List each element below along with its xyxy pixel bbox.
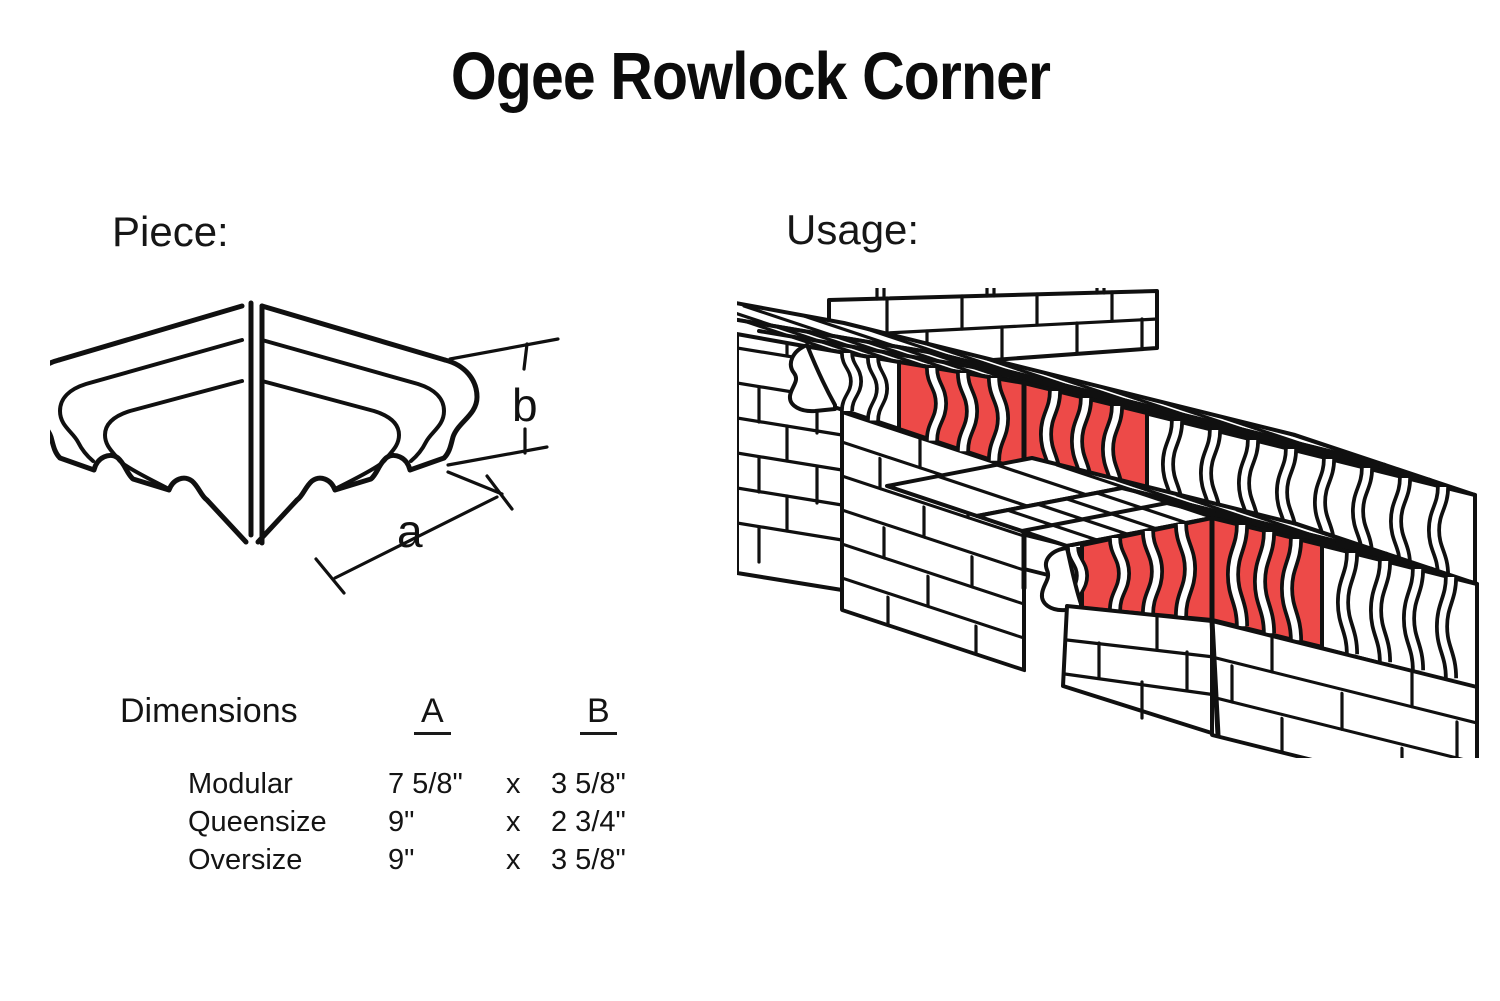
dim-a-label: a <box>397 505 423 557</box>
header: Ogee Rowlock Corner <box>0 38 1500 115</box>
dimensions-heading: Dimensions <box>120 692 298 730</box>
row-separator: x <box>506 768 521 800</box>
row-a-value: 9" <box>388 806 415 838</box>
dimension-a: a <box>314 470 514 595</box>
row-a-value: 9" <box>388 844 415 876</box>
row-b-value: 2 3/4" <box>551 806 626 838</box>
dimension-b: b <box>446 337 560 467</box>
lower-wall-corner-edge <box>1209 618 1221 738</box>
lower-rowlock-end-return <box>1039 546 1083 613</box>
dim-b-label: b <box>512 379 538 431</box>
row-a-value: 7 5/8" <box>388 768 463 800</box>
row-b-value: 3 5/8" <box>551 768 626 800</box>
row-b-value: 3 5/8" <box>551 844 626 876</box>
row-separator: x <box>506 844 521 876</box>
row-name: Modular <box>188 768 293 800</box>
upper-rowlock-end-return <box>788 343 837 414</box>
column-b-header: B <box>580 692 617 735</box>
table-row: Oversize 9" x 3 5/8" <box>120 844 720 882</box>
page-title: Ogee Rowlock Corner <box>450 39 1050 114</box>
row-name: Queensize <box>188 806 327 838</box>
table-row: Queensize 9" x 2 3/4" <box>120 806 720 844</box>
column-a-header: A <box>414 692 451 735</box>
piece-section-label: Piece: <box>112 208 229 255</box>
lower-wall-right-face <box>1210 618 1479 758</box>
piece-left-wing <box>50 306 246 542</box>
lower-rowlock-left-face <box>1039 516 1214 620</box>
row-name: Oversize <box>188 844 303 876</box>
row-separator: x <box>506 806 521 838</box>
lower-wall-left-face <box>1061 604 1220 737</box>
dimensions-table-header: Dimensions A B <box>120 692 720 768</box>
piece-right-wing <box>255 303 480 545</box>
piece-diagram-svg: b a <box>50 300 560 595</box>
usage-diagram-svg <box>737 288 1479 758</box>
usage-section-label: Usage: <box>786 206 920 253</box>
dimensions-table: Dimensions A B Modular 7 5/8" x 3 5/8" Q… <box>120 692 720 882</box>
table-row: Modular 7 5/8" x 3 5/8" <box>120 768 720 806</box>
